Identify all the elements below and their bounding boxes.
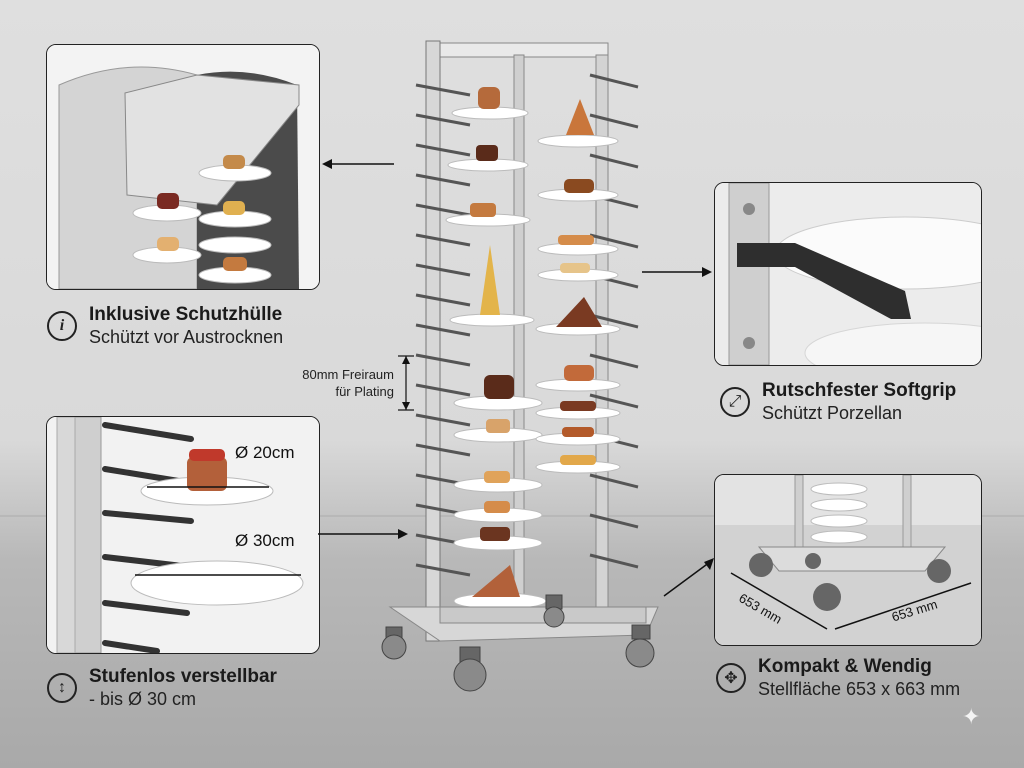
feature-cover-title: Inklusive Schutzhülle	[89, 304, 283, 325]
large-plate-diameter: Ø 30cm	[235, 531, 295, 550]
plate-trolley-image	[381, 40, 659, 692]
arrow-to-softgrip-panel	[642, 267, 712, 277]
feature-softgrip-caption: Rutschfester Softgrip Schützt Porzellan	[762, 380, 956, 424]
small-plate-diameter: Ø 20cm	[235, 443, 295, 462]
clearance-label: 80mm Freiraum für Plating	[268, 366, 394, 400]
plate-sizes-image	[47, 417, 319, 653]
feature-cover-subtitle: Schützt vor Austrocknen	[89, 327, 284, 347]
sparkle-icon: ✦	[962, 704, 981, 729]
footprint-image	[715, 475, 981, 645]
arrow-to-cover-panel	[322, 159, 394, 169]
softgrip-image	[715, 183, 981, 365]
protective-cover-panel	[46, 44, 320, 290]
clearance-dimension-marker	[398, 355, 414, 411]
feature-compact-caption: Kompakt & Wendig Stellfläche 653 x 663 m…	[758, 656, 960, 700]
feature-adjustable-caption: Stufenlos verstellbar - bis Ø 30 cm	[89, 666, 277, 710]
plate-sizes-panel: Ø 20cm Ø 30cm	[46, 416, 320, 654]
info-icon: i	[47, 311, 77, 341]
vertical-arrows-icon: ↕	[47, 673, 77, 703]
diagonal-arrows-icon: ⤢	[720, 387, 750, 417]
feature-adjustable-subtitle: - bis Ø 30 cm	[89, 689, 197, 709]
clearance-label-line2: für Plating	[335, 384, 394, 399]
softgrip-panel	[714, 182, 982, 366]
footprint-panel: 653 mm 653 mm	[714, 474, 982, 646]
protective-cover-image	[47, 45, 319, 289]
feature-softgrip-title: Rutschfester Softgrip	[762, 380, 957, 401]
feature-softgrip-subtitle: Schützt Porzellan	[762, 403, 903, 423]
move-arrows-icon: ✥	[716, 663, 746, 693]
feature-compact-subtitle: Stellfläche 653 x 663 mm	[758, 679, 961, 699]
feature-cover-caption: Inklusive Schutzhülle Schützt vor Austro…	[89, 304, 283, 348]
feature-adjustable-title: Stufenlos verstellbar	[89, 666, 277, 687]
arrow-to-trolley-rails	[318, 529, 408, 539]
clearance-label-line1: 80mm Freiraum	[302, 367, 394, 382]
feature-compact-title: Kompakt & Wendig	[758, 656, 932, 677]
arrow-to-footprint-panel	[663, 558, 714, 597]
